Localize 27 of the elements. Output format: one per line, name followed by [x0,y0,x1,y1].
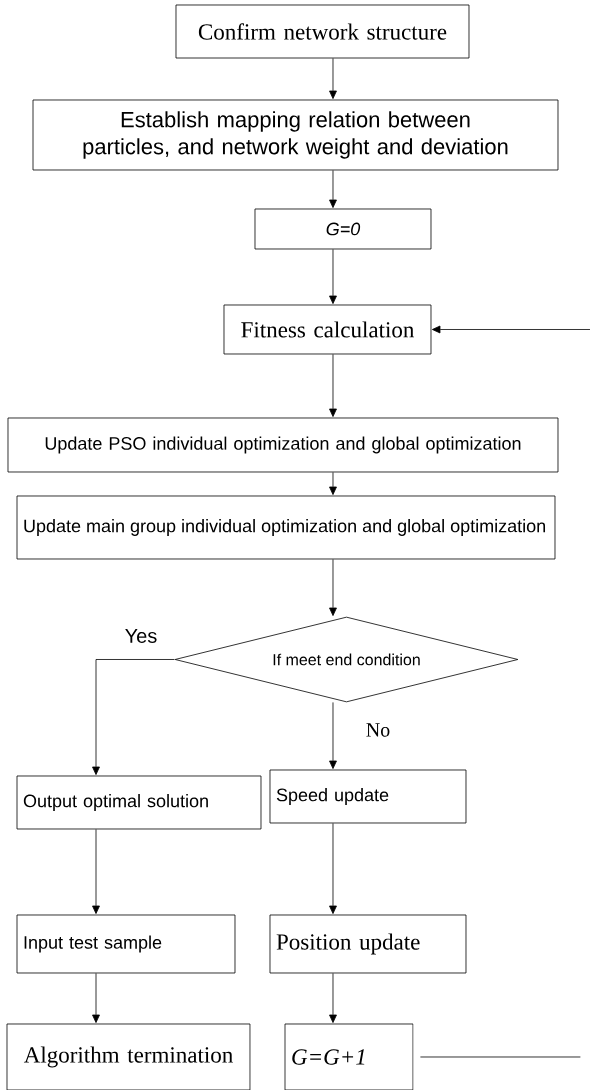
arrow [92,973,100,1023]
process-box: Update PSO individual optimization and global optimization [7,417,559,473]
arrow [329,823,337,914]
arrow [329,58,337,99]
process-box: Output optimal solution [16,775,262,830]
edge-label: Yes [123,628,159,644]
process-box: Input test sample [16,914,236,974]
process-box: Confirm network structure [175,4,470,59]
process-box: Algorithm termination [6,1023,251,1090]
process-box: G=0 [254,208,432,250]
process-box: Speed update [269,769,467,824]
arrow [329,559,337,616]
arrow [92,829,100,914]
process-box: Update main group individual optimization and global optimization [16,495,556,560]
arrow [432,325,591,334]
arrow [92,659,175,775]
process-box: Position update [269,914,467,974]
edge-label: No [364,722,392,738]
arrow [329,702,337,769]
process-box: Fitness calculation [223,304,432,355]
arrow [329,249,337,304]
arrow [329,170,337,208]
arrow [329,973,337,1023]
arrow [329,354,337,417]
process-box: Establish mapping relation between particles, and network weight and deviation [32,99,559,171]
arrow [329,472,337,495]
process-box: G=G+1 [284,1023,414,1090]
